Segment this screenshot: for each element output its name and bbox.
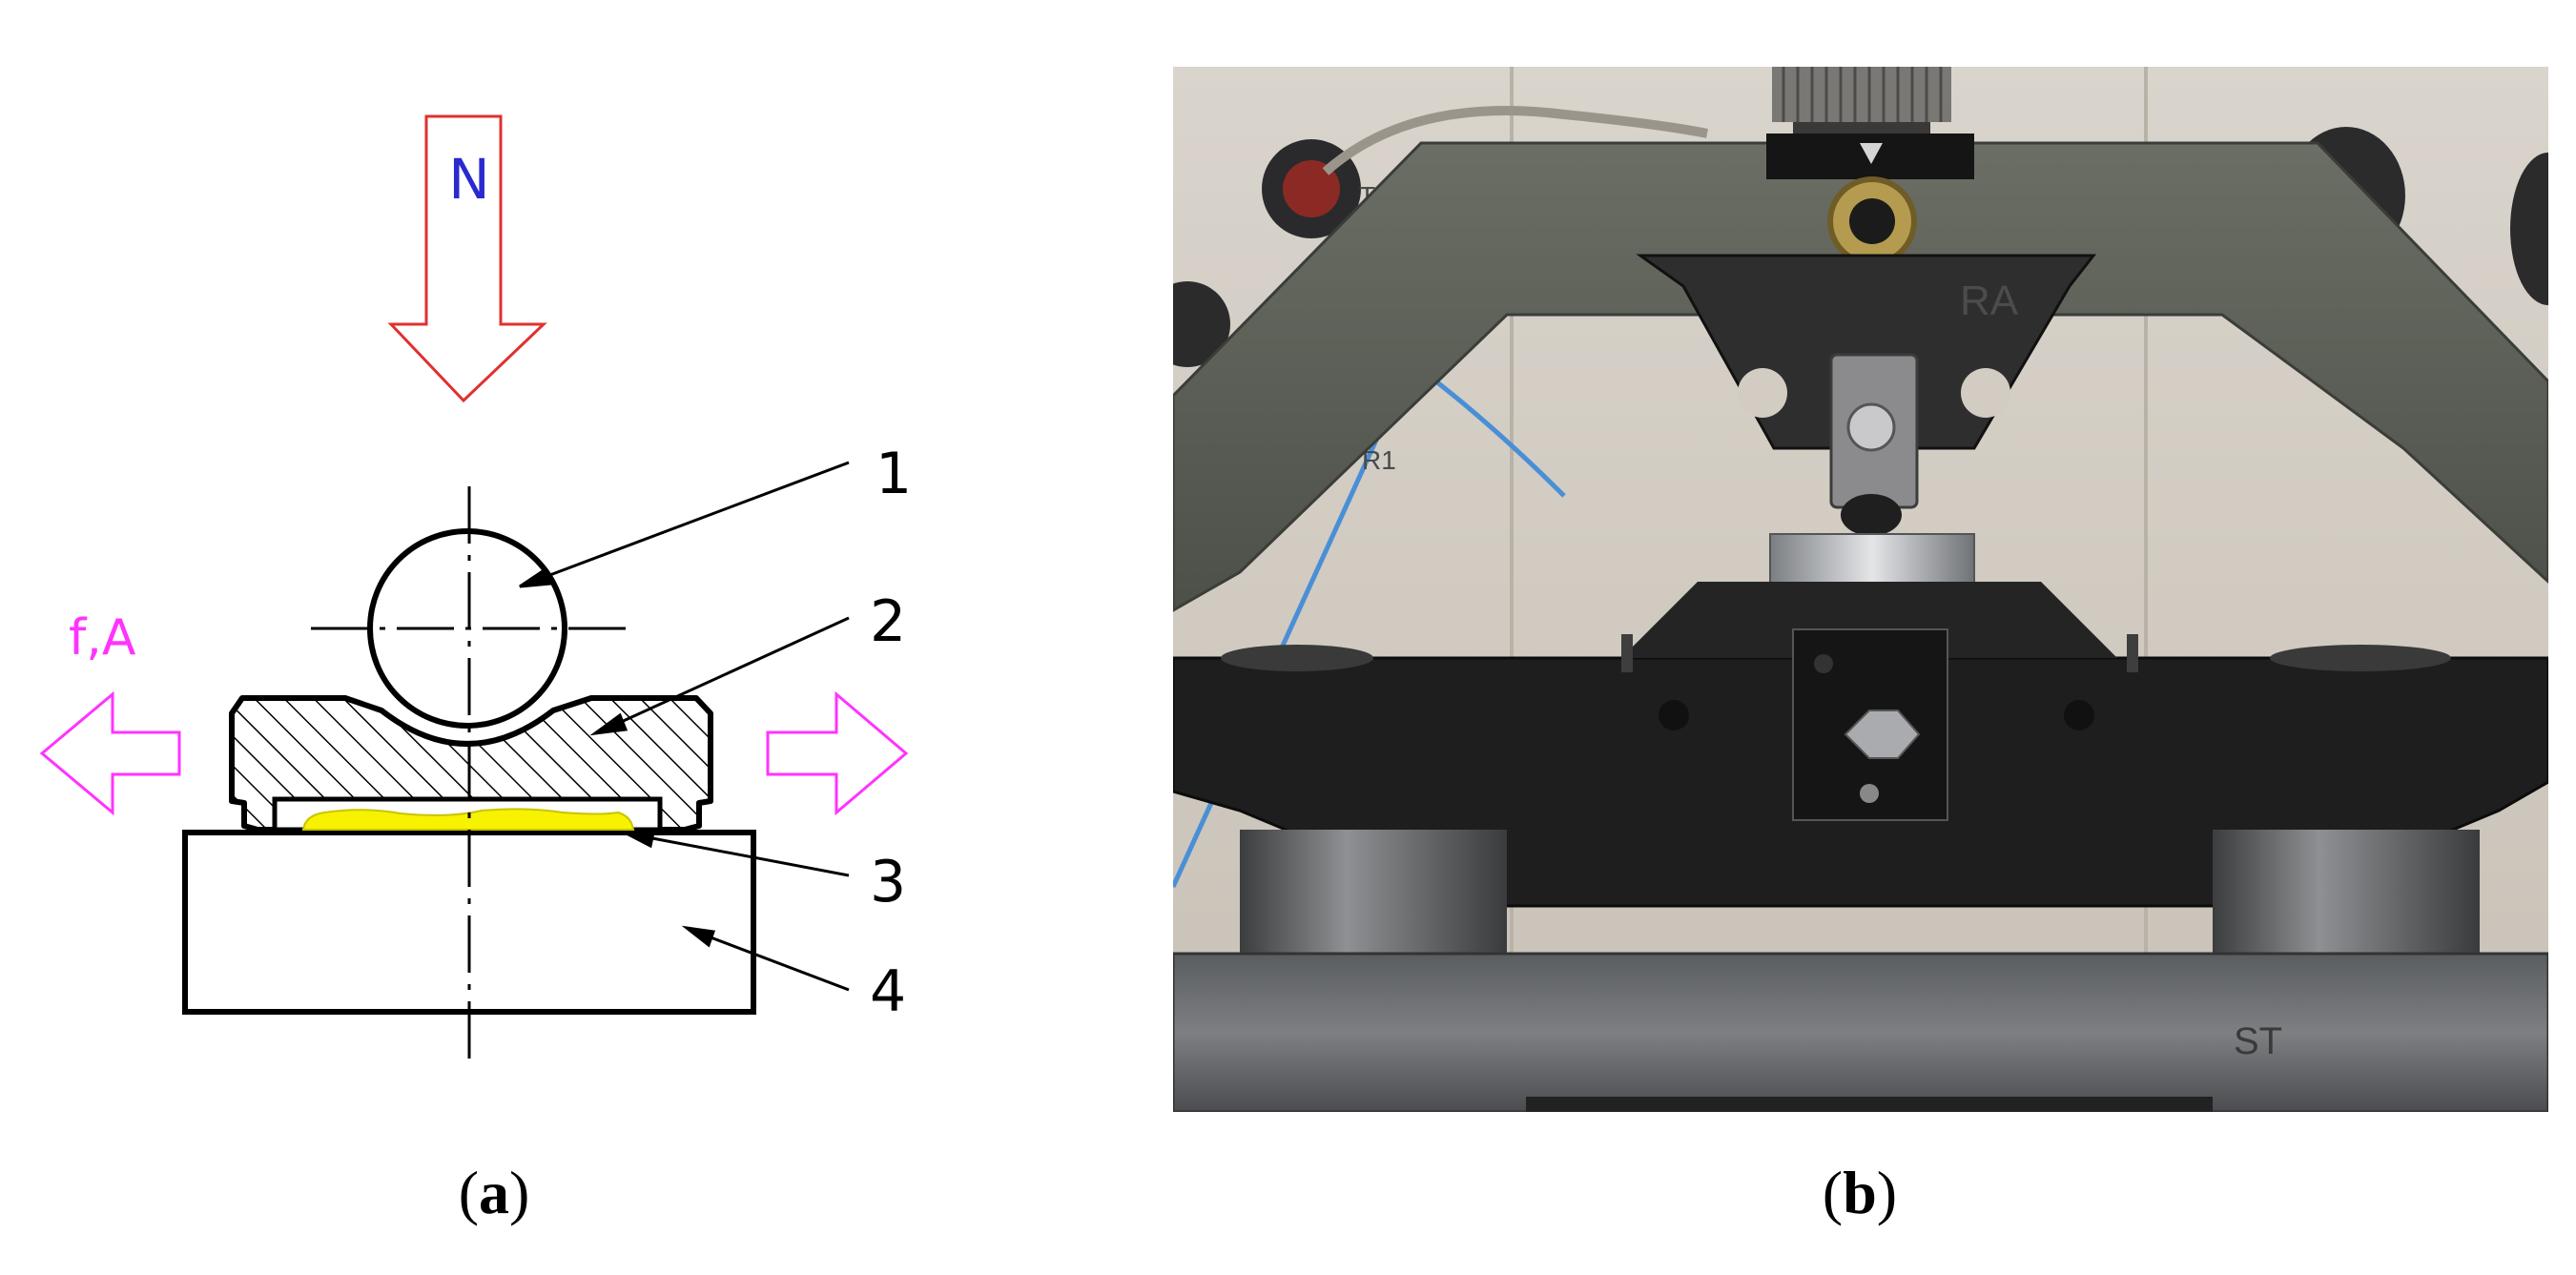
motion-arrow-left [39,690,181,816]
callout-2: 2 [870,588,906,655]
normal-force-label: N [448,147,489,212]
photo-panel: T1 R1 RA [1173,67,2548,1112]
callout-1: 1 [876,441,912,507]
top-knob [1772,67,1951,122]
lubricant-layer [301,808,635,831]
ball-tip [1841,494,1902,536]
thermocouple-cable [1322,106,1708,175]
callout-4: 4 [870,958,906,1025]
motion-label: f,A [69,609,136,667]
support-cylinder-left [1240,830,1507,954]
photo-label-st: ST [2234,1020,2282,1062]
callout-leaders [519,461,850,992]
clamp-bolt [1844,709,1921,759]
base-plate [1173,952,2548,1112]
callout-3: 3 [870,849,906,915]
support-cylinder-right [2213,830,2480,954]
normal-force-arrow [387,114,547,403]
caption-a: (a) [459,1159,530,1226]
schematic-panel: N f,A 1 2 3 4 [39,114,912,1226]
caption-b: (b) [1823,1159,1897,1226]
loading-frame [1173,141,2548,612]
motion-arrow-right [766,690,909,816]
photo-label-ra: RA [1960,278,2019,324]
